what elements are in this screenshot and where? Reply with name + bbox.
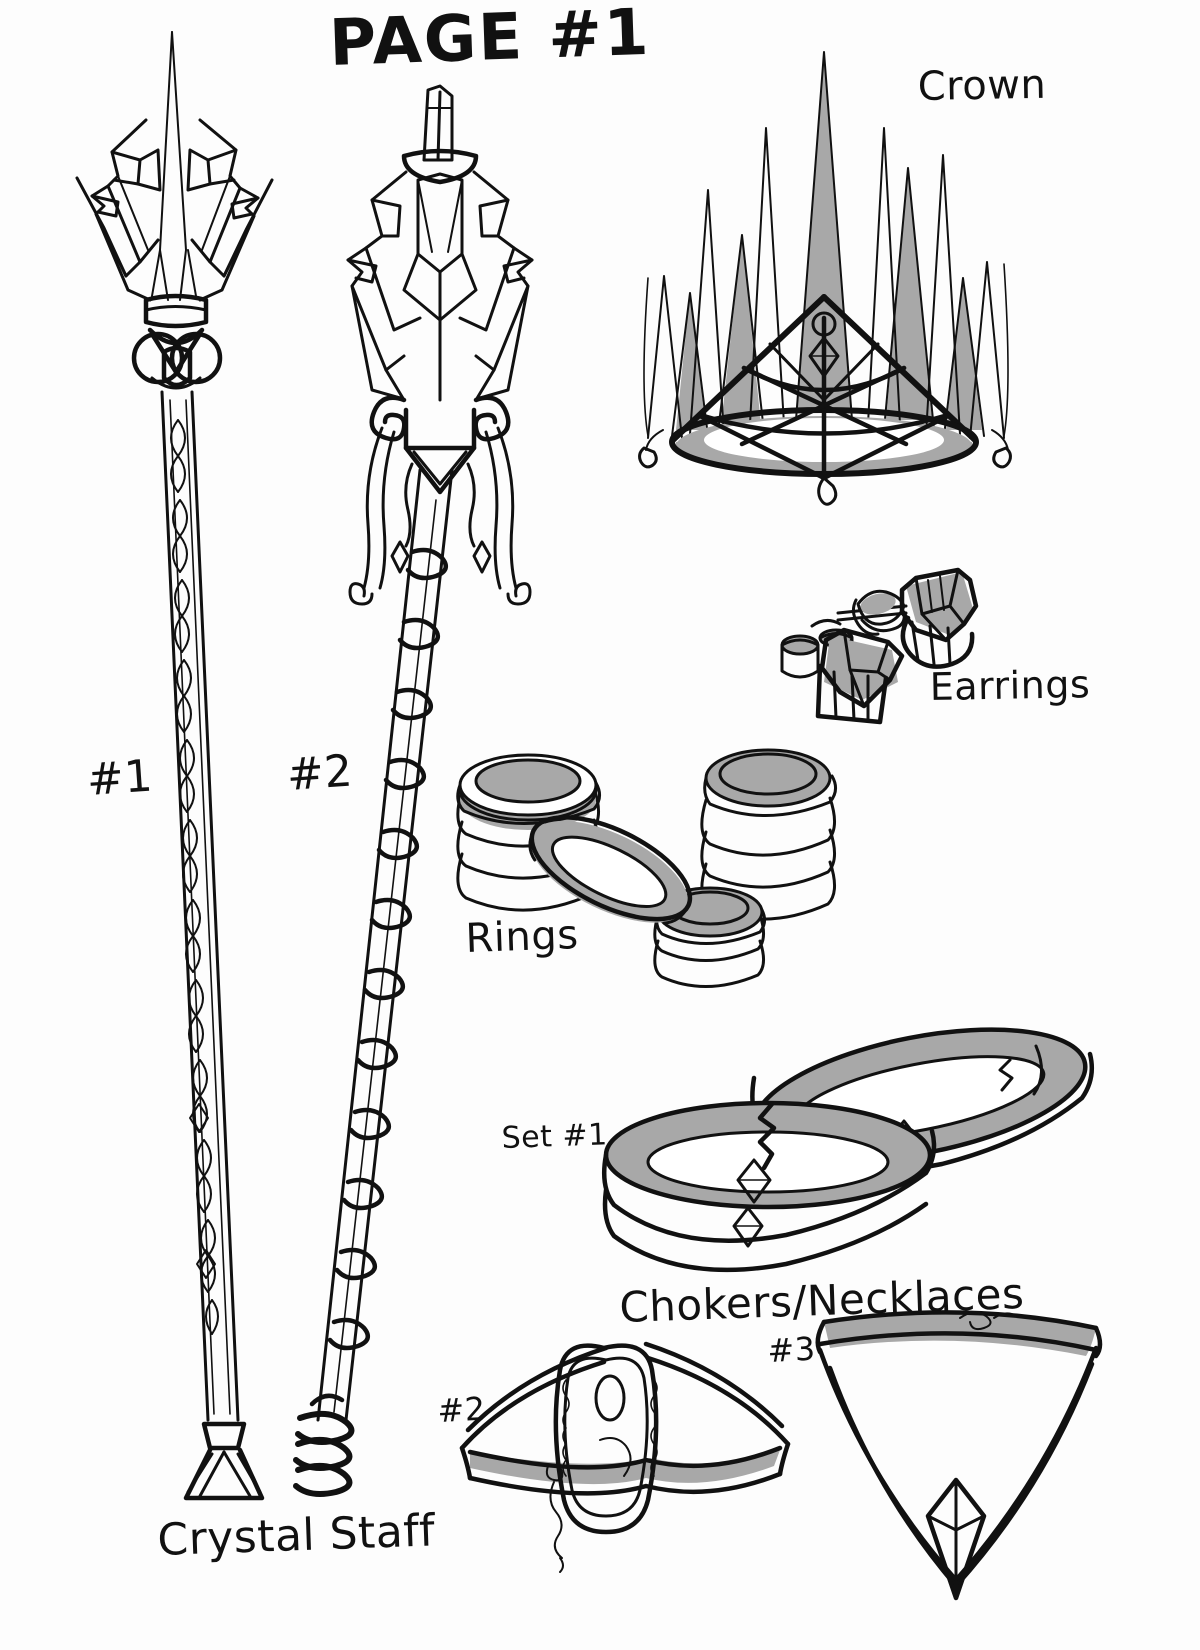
page-title-text: PAGE #1 [328,0,652,81]
choker-2-label: #2 [436,1390,486,1430]
ring-stack-right [700,748,837,921]
ring-leaning [528,815,693,925]
crown-spikes [647,51,1005,439]
earrings-figure [780,567,979,725]
staff-1-braid [170,419,219,1335]
rings-figure [456,748,837,989]
staff-2-base [293,1393,355,1497]
staff-2-ribbons [348,426,532,606]
choker-band-front [602,1100,937,1273]
staff-2-wraps [327,547,449,1351]
crown-label: Crown [917,62,1046,110]
staff-2-figure [293,84,534,1497]
choker-3-label: #3 [766,1330,816,1370]
chokers-set1-figure [602,1027,1094,1273]
staff-1-figure [75,31,274,1501]
choker-3-figure [815,1310,1103,1601]
chokers-set1-label: Set #1 [501,1117,608,1156]
rings-label: Rings [465,912,580,962]
staff-2-label: #2 [285,746,354,801]
crown-figure [638,51,1012,506]
staff-2-scrollwork [369,395,511,442]
choker-2-bead-rim [562,1379,658,1477]
earrings-label: Earrings [929,662,1090,709]
page-title: PAGE #1 [328,0,652,81]
ring-stack-left [456,753,601,912]
staff-1-label: #1 [85,751,154,806]
choker-2-figure [459,1341,791,1573]
crystal-staff-label: Crystal Staff [157,1505,437,1566]
